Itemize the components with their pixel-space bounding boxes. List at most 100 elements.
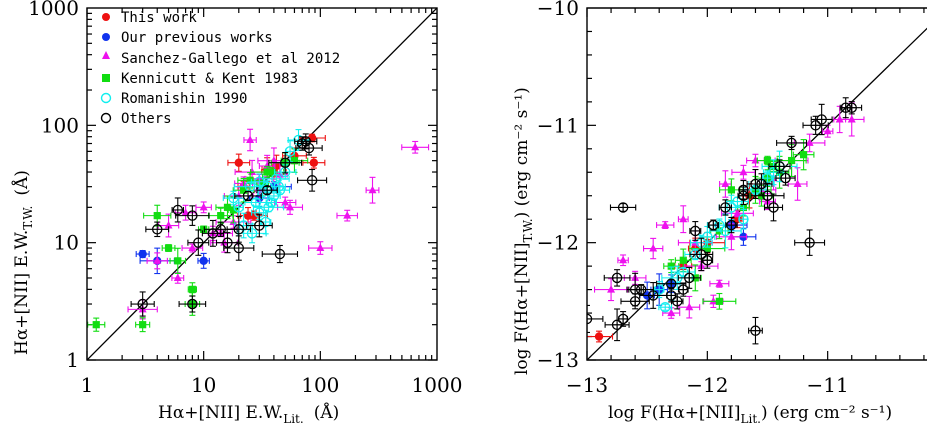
left-errorbar-others <box>175 205 210 226</box>
right-point-cross <box>630 296 640 306</box>
right-point-cross <box>768 202 779 213</box>
right-point-sanchez-gallego-et-al-2012 <box>619 255 628 264</box>
left-errorbar-others <box>178 295 207 313</box>
left-point-others <box>254 220 265 231</box>
right-point-romanishin-1990 <box>738 213 749 225</box>
left-errorbar-others <box>268 151 303 174</box>
left-point-kennicutt-kent-1983 <box>174 257 182 265</box>
right-point-cross <box>750 326 761 336</box>
left-errorbar-others <box>245 213 273 238</box>
left-point-others <box>242 190 254 202</box>
left-point-kennicutt-kent-1983 <box>246 176 254 184</box>
right-point-cross <box>811 120 821 130</box>
left-plot-frame <box>86 7 438 361</box>
right-tick-labels: −13−12−11−10−13−12−11−10 <box>537 0 927 397</box>
right-point-cross <box>672 296 682 306</box>
right-point-sanchez-gallego-et-al-2012 <box>721 179 730 187</box>
right-errorbar-others <box>587 304 604 333</box>
left-point-romanishin-1990 <box>246 228 258 239</box>
right-point-cross <box>636 285 646 295</box>
right-panel: −13−12−11−10−13−12−11−10 log F(Hα+[NII]L… <box>512 0 927 426</box>
left-point-kennicutt-kent-1983 <box>229 206 238 214</box>
right-point-cross <box>678 285 688 295</box>
legend-label-kennicutt: Kennicutt & Kent 1983 <box>121 71 298 87</box>
legend-label-previous: Our previous works <box>121 30 273 46</box>
left-point-others <box>261 184 273 196</box>
left-point-sanchez-gallego-et-al-2012 <box>199 202 208 211</box>
right-point-sanchez-gallego-et-al-2012 <box>793 179 802 187</box>
left-point-sanchez-gallego-et-al-2012 <box>269 156 278 164</box>
right-point-kennicutt-kent-1983 <box>703 244 711 253</box>
left-errorbar-others <box>201 219 224 247</box>
right-point-sanchez-gallego-et-al-2012 <box>823 126 832 135</box>
left-errorbar-others <box>187 229 210 256</box>
left-errorbar-others <box>261 244 299 264</box>
left-data-markers <box>87 8 437 360</box>
right-errorbar-romanishin-1990 <box>738 208 748 230</box>
left-point-sanchez-gallego-et-al-2012 <box>220 238 229 246</box>
right-point-kennicutt-kent-1983 <box>715 297 723 305</box>
right-point-sanchez-gallego-et-al-2012 <box>685 302 694 311</box>
right-x-axis-label: log F(Hα+[NII]Lit.) (erg cm⁻² s⁻¹) <box>608 403 892 426</box>
right-x-tick-label: −13 <box>566 373 608 397</box>
right-point-kennicutt-kent-1983 <box>667 262 675 270</box>
left-point-sanchez-gallego-et-al-2012 <box>173 273 182 281</box>
legend: This work Our previous works Sanchez-Gal… <box>100 10 340 127</box>
legend-label-romanishin: Romanishin 1990 <box>121 91 247 107</box>
left-point-romanishin-1990 <box>271 173 282 185</box>
right-point-sanchez-gallego-et-al-2012 <box>667 308 676 317</box>
left-point-romanishin-1990 <box>293 134 304 146</box>
right-point-kennicutt-kent-1983 <box>679 256 687 264</box>
right-y-label-sub: T.W. <box>521 218 535 242</box>
right-point-sanchez-gallego-et-al-2012 <box>847 114 856 123</box>
right-point-cross <box>805 238 815 248</box>
right-point-cross <box>684 273 694 283</box>
left-point-sanchez-gallego-et-al-2012 <box>343 211 352 219</box>
right-point-cross <box>696 249 706 259</box>
left-x-tick-label: 1000 <box>412 373 463 397</box>
left-point-sanchez-gallego-et-al-2012 <box>234 191 243 199</box>
right-point-cross <box>726 220 736 230</box>
left-errorbar-kennicutt-kent-1983 <box>87 317 106 332</box>
left-point-our-previous-works <box>199 256 208 266</box>
right-point-romanishin-1990 <box>762 172 773 184</box>
right-point-cross <box>774 161 785 171</box>
left-point-others <box>187 210 198 221</box>
left-point-sanchez-gallego-et-al-2012 <box>188 243 197 252</box>
right-point-sanchez-gallego-et-al-2012 <box>679 214 688 223</box>
left-point-kennicutt-kent-1983 <box>290 157 299 165</box>
left-point-sanchez-gallego-et-al-2012 <box>316 243 325 252</box>
right-y-label-unit: ) (erg cm⁻² s⁻¹) <box>512 87 532 218</box>
right-point-cross <box>612 320 622 330</box>
right-y-axis-label: log F(Hα+[NII]T.W.) (erg cm⁻² s⁻¹) <box>512 87 535 375</box>
left-errorbar-others <box>130 291 155 317</box>
right-point-cross <box>690 226 700 236</box>
right-plot-frame <box>586 7 927 361</box>
right-point-sanchez-gallego-et-al-2012 <box>805 138 814 146</box>
right-point-sanchez-gallego-et-al-2012 <box>661 220 670 229</box>
right-point-cross <box>618 314 628 324</box>
left-point-romanishin-1990 <box>268 190 280 202</box>
left-y-label-main: Hα+[NII] E.W. <box>12 230 32 355</box>
right-point-cross <box>612 273 622 283</box>
right-point-kennicutt-kent-1983 <box>800 151 808 159</box>
left-point-others <box>306 175 318 186</box>
right-point-sanchez-gallego-et-al-2012 <box>739 167 748 176</box>
left-point-sanchez-gallego-et-al-2012 <box>153 256 162 264</box>
right-point-cross <box>780 173 791 183</box>
right-point-cross <box>756 179 767 189</box>
left-point-romanishin-1990 <box>273 181 284 192</box>
left-point-kennicutt-kent-1983 <box>240 186 248 194</box>
legend-marker-kennicutt <box>102 74 110 82</box>
right-point-sanchez-gallego-et-al-2012 <box>751 156 760 164</box>
left-point-others <box>274 248 286 260</box>
left-errorbar-others <box>171 197 185 223</box>
right-point-cross <box>708 220 718 230</box>
right-x-label-unit: ) (erg cm⁻² s⁻¹) <box>761 403 892 423</box>
left-point-romanishin-1990 <box>233 202 245 213</box>
left-point-kennicutt-kent-1983 <box>92 321 100 329</box>
legend-marker-others <box>100 112 112 124</box>
